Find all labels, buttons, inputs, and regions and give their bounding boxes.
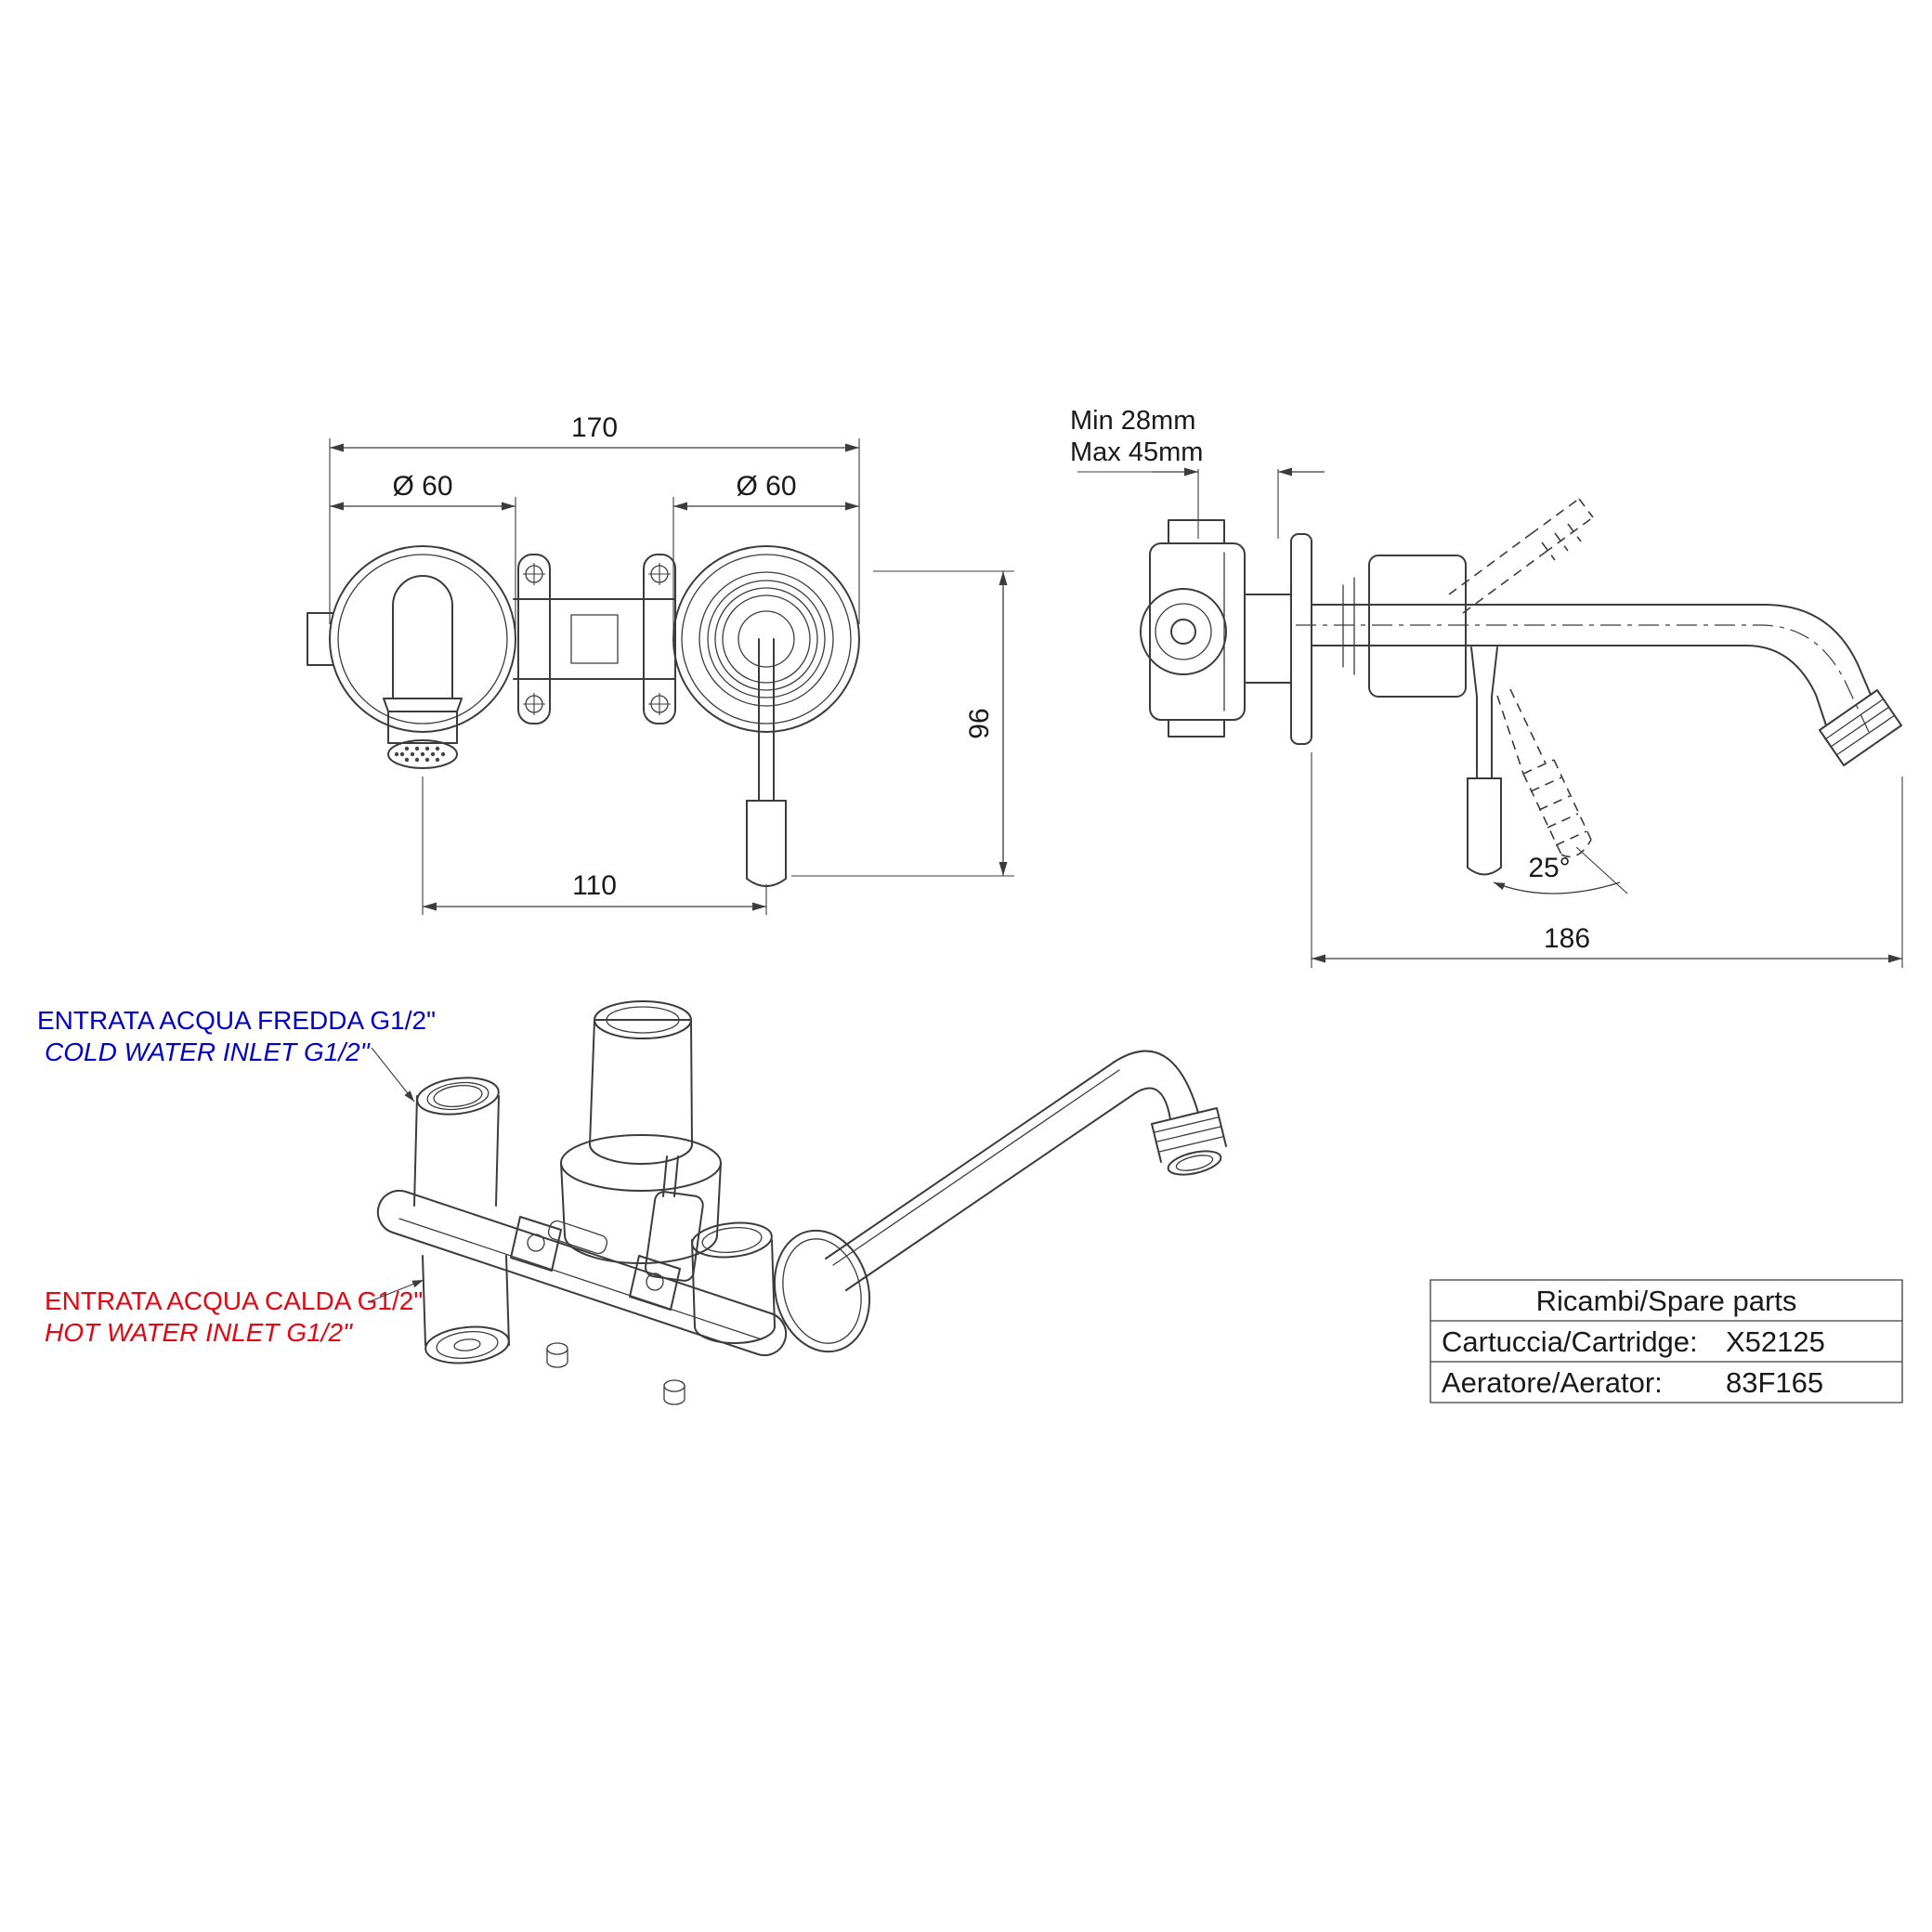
cartridge-row-label: Cartuccia/Cartridge: [1442,1325,1698,1358]
cartridge-row-value: X52125 [1726,1325,1825,1358]
dim-186-label: 186 [1544,923,1590,954]
side-spout [1296,604,1902,766]
iso-aerator-tip [1151,1107,1227,1176]
dim-110-label: 110 [572,870,617,901]
hot-inlet-label-it: ENTRATA ACQUA CALDA G1/2" [45,1286,423,1315]
aerator-row-label: Aeratore/Aerator: [1442,1366,1663,1399]
side-handle [1467,646,1502,876]
side-escutcheon-plate [1290,533,1312,745]
front-dimensions: 170 Ø 60 Ø 60 96 110 [329,412,1014,915]
spare-parts-table: Ricambi/Spare parts Cartuccia/Cartridge:… [1429,1279,1903,1403]
isometric-view: ENTRATA ACQUA FREDDA G1/2" COLD WATER IN… [37,1000,1227,1405]
dim-left-diameter-label: Ø 60 [392,471,452,502]
iso-brackets [510,1216,685,1405]
cold-inlet-leader [371,1047,415,1103]
dim-right-diameter-label: Ø 60 [736,471,796,502]
hot-inlet-label-en: HOT WATER INLET G1/2" [45,1318,353,1347]
aerator-row-value: 83F165 [1726,1366,1823,1399]
front-spout [383,575,463,769]
front-right-escutcheon [672,545,860,733]
front-left-escutcheon [307,545,516,733]
side-aerator-tip [1819,689,1902,766]
cold-inlet-label-it: ENTRATA ACQUA FREDDA G1/2" [37,1006,436,1035]
side-reach-dimension: 186 [1311,752,1903,968]
iso-escutcheon-disc [773,1229,871,1353]
dim-wall-min-label: Min 28mm [1070,406,1195,436]
iso-mounting-rail [376,1189,788,1357]
dim-wall-max-label: Max 45mm [1070,437,1203,467]
iso-cartridge [560,1000,722,1282]
side-knurled-ring [1342,555,1467,698]
iso-hot-inlet [422,1255,510,1364]
dim-96-label: 96 [964,708,995,738]
iso-spout [825,1050,1227,1291]
cold-inlet-label-en: COLD WATER INLET G1/2" [45,1038,371,1066]
side-wall-depth-dimension: Min 28mm Max 45mm [1070,406,1325,539]
front-screw-holes [523,563,671,715]
cold-water-annotation: ENTRATA ACQUA FREDDA G1/2" COLD WATER IN… [37,1006,436,1103]
side-handle-alt-25 [1496,688,1592,858]
iso-cold-inlet [413,1077,500,1207]
spare-parts-title: Ricambi/Spare parts [1536,1285,1797,1317]
dim-170-label: 170 [571,412,618,443]
front-mounting-body [513,554,676,724]
dim-25deg-label: 25° [1528,853,1570,883]
hot-inlet-leader [367,1279,424,1303]
iso-outlet-boss [691,1221,776,1344]
side-inwall-housing [1140,519,1292,738]
front-handle [746,638,787,887]
side-angle-dimension: 25° [1493,846,1628,894]
side-view: 25° Min 28mm Max 45mm 186 [1070,406,1903,968]
hot-water-annotation: ENTRATA ACQUA CALDA G1/2" HOT WATER INLE… [45,1279,424,1347]
side-handle-alt-raised [1448,498,1594,614]
aerator-holes [394,746,446,763]
front-view: 170 Ø 60 Ø 60 96 110 [307,412,1014,915]
